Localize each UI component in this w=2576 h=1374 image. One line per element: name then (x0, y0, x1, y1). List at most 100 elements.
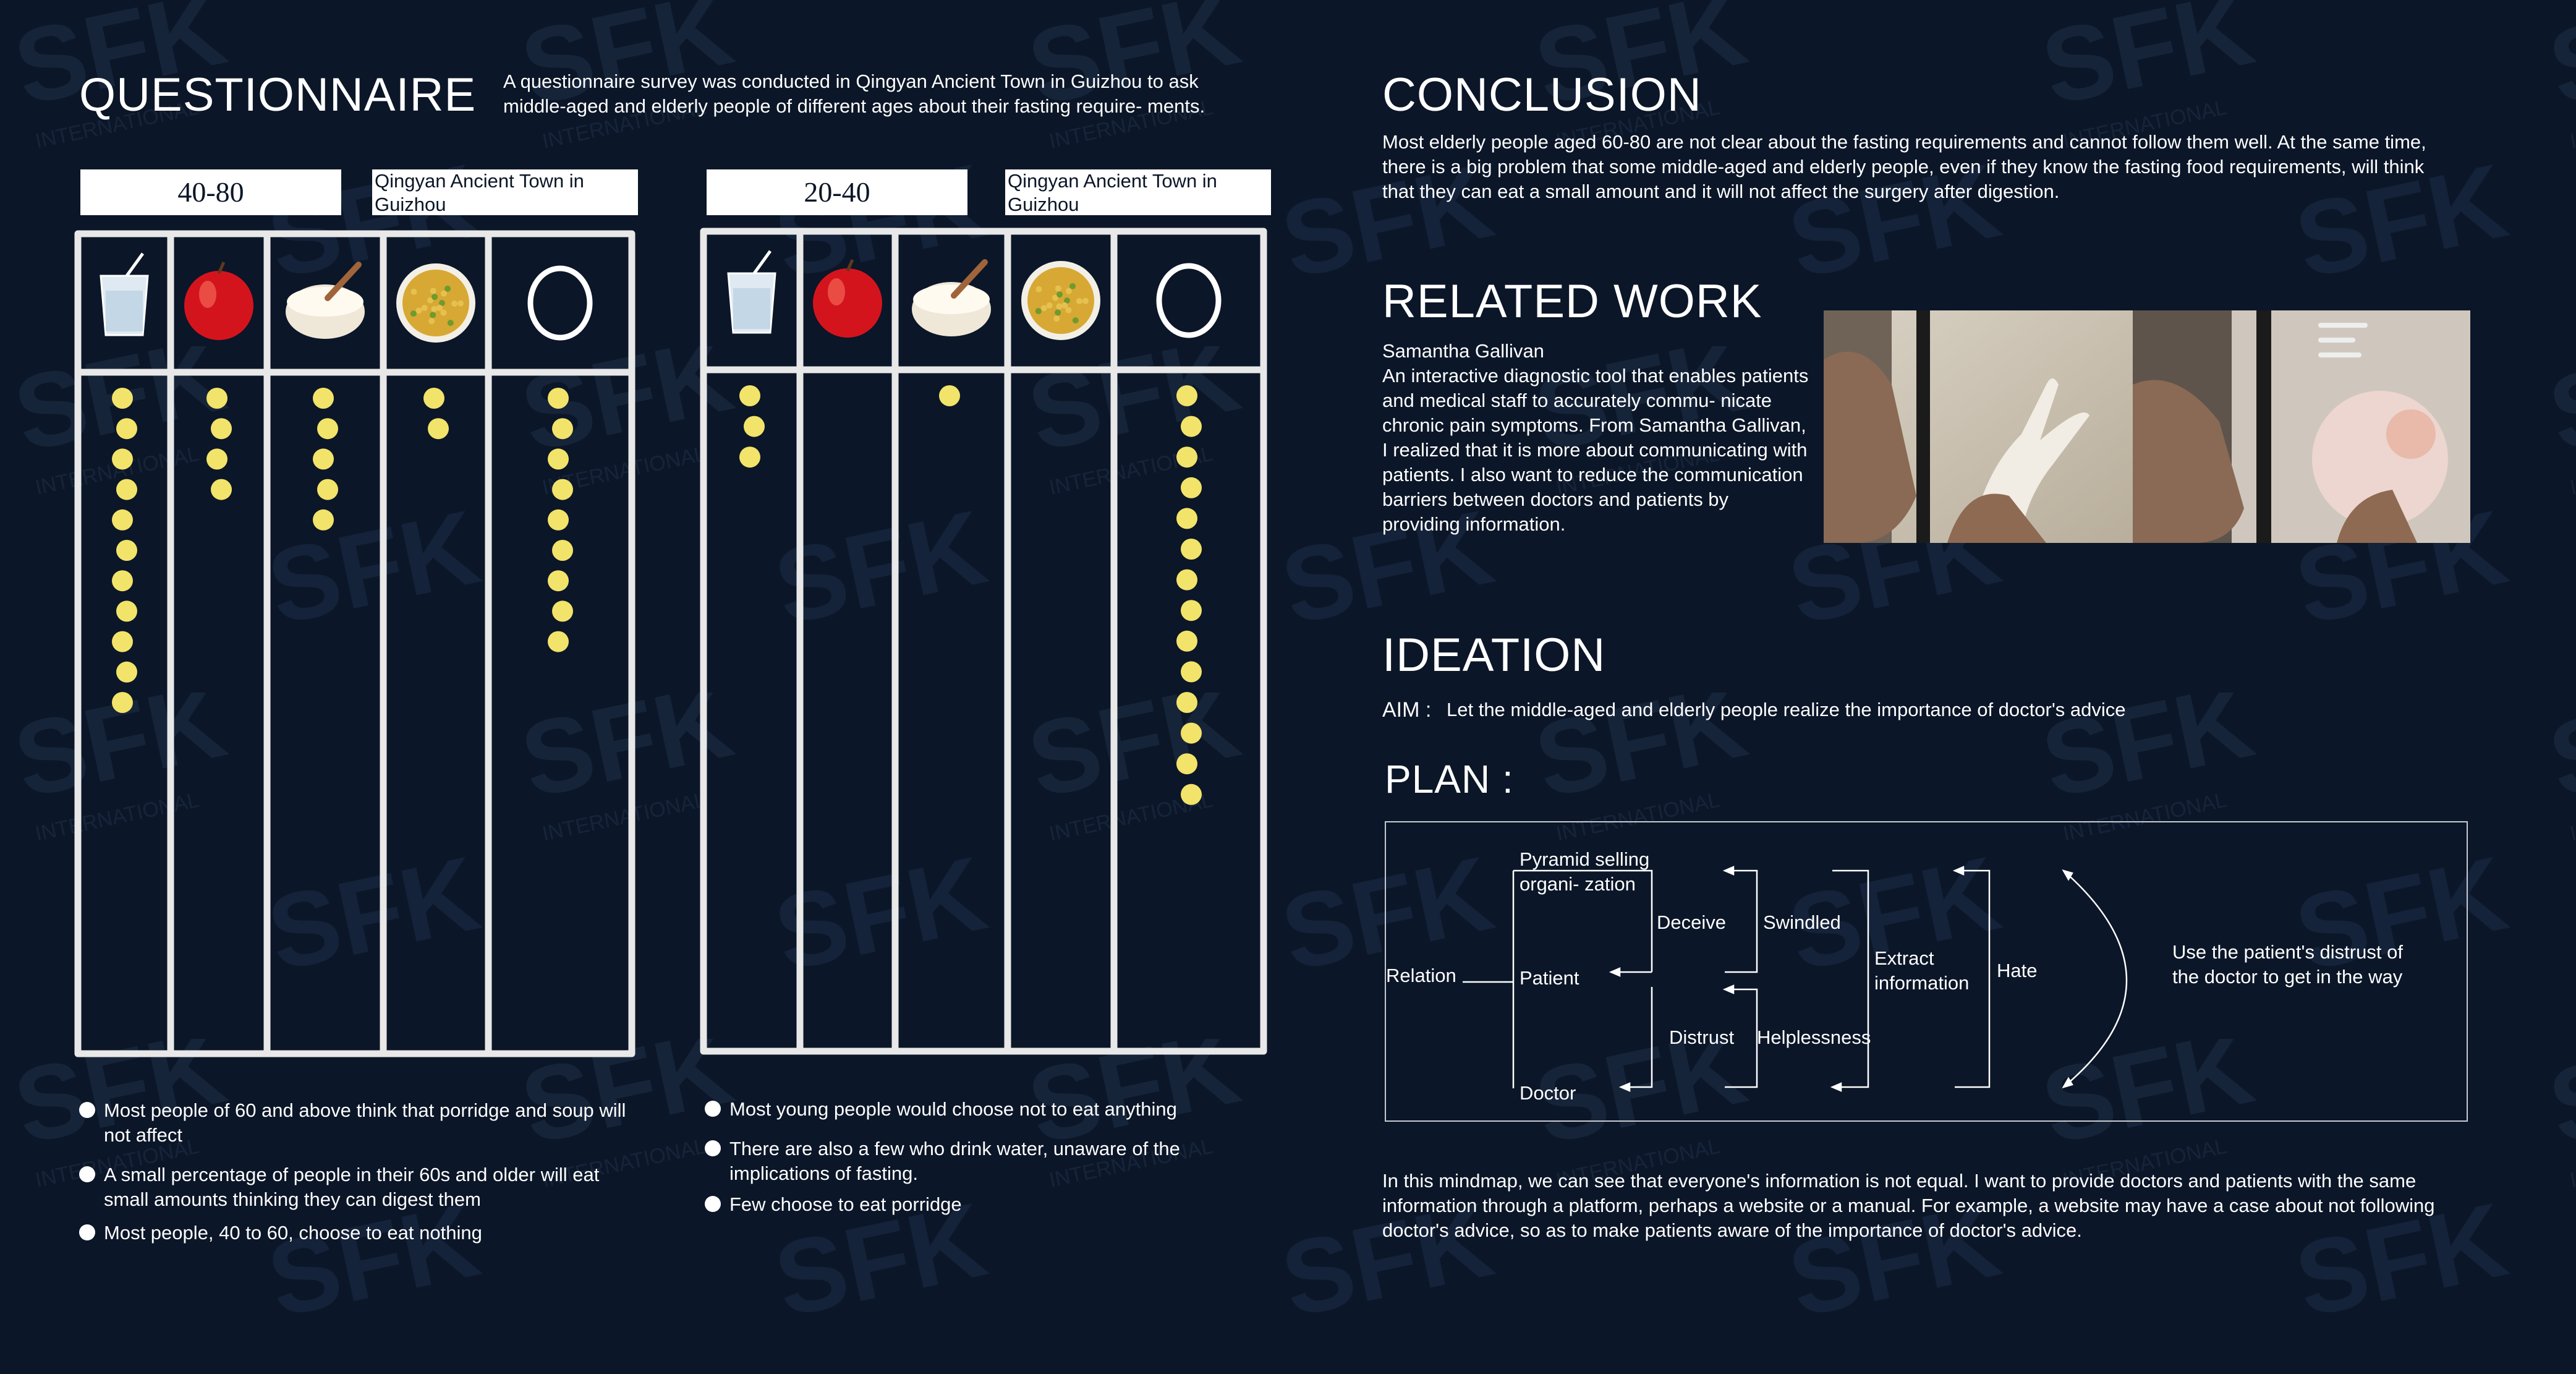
response-dot-nothing (548, 509, 569, 531)
mindmap-outcome: Use the patient's distrust of the doctor… (2172, 941, 2403, 988)
plan-label: PLAN : (1385, 757, 1514, 801)
response-dot-water (112, 388, 133, 409)
questionnaire-title: QUESTIONNAIRE (79, 69, 477, 121)
response-dot-nothing (552, 540, 573, 561)
chart-1-note-2: A small percentage of people in their 60… (79, 1163, 648, 1212)
response-dot-water (112, 631, 133, 652)
response-dot-nothing (548, 388, 569, 409)
response-dot-water (116, 418, 137, 440)
response-dot-nothing (548, 570, 569, 592)
mindmap-pyramid: Pyramid selling organi- zation (1520, 848, 1650, 895)
apple-icon (813, 258, 882, 338)
chart-1-note-3-text: Most people, 40 to 60, choose to eat not… (104, 1222, 482, 1244)
response-dot-nothing (1181, 539, 1202, 560)
response-dot-water (739, 385, 760, 406)
table-frame (700, 228, 1267, 1055)
response-dot-water (116, 600, 137, 622)
response-dot-water (739, 446, 760, 468)
conclusion-text: Most elderly people aged 60-80 are not c… (1382, 131, 2426, 202)
chart-1-note-1-text: Most people of 60 and above think that p… (104, 1099, 626, 1146)
response-dot-water (116, 540, 137, 561)
mindmap-swindled: Swindled (1763, 911, 1841, 933)
response-dot-apple (211, 418, 232, 440)
ideation-title: IDEATION (1382, 629, 1606, 681)
response-dot-nothing (1181, 416, 1202, 437)
aim-text: Let the middle-aged and elderly people r… (1447, 699, 2126, 720)
mindmap-distrust: Distrust (1669, 1026, 1735, 1048)
response-dot-rice (423, 388, 444, 409)
bullet-icon (79, 1102, 95, 1118)
chart-1-note-1: Most people of 60 and above think that p… (79, 1098, 648, 1148)
bullet-icon (79, 1224, 95, 1240)
conclusion-title: CONCLUSION (1382, 69, 1702, 121)
water-glass-icon (727, 250, 776, 334)
bullet-icon (705, 1196, 721, 1212)
response-dot-apple (206, 388, 227, 409)
response-dot-water (744, 416, 765, 437)
chart-1-age-label: 40-80 (80, 169, 341, 215)
mindmap-connectors (1463, 866, 2128, 1092)
response-dot-nothing (1176, 385, 1197, 406)
bullet-icon (705, 1101, 721, 1117)
water-glass-icon (100, 252, 149, 336)
related-work-photo-head-model (2133, 310, 2470, 543)
response-dot-porridge (313, 448, 334, 470)
porridge-icon (286, 262, 365, 339)
response-dot-nothing (548, 631, 569, 652)
response-dot-nothing (1176, 446, 1197, 468)
response-dot-water (112, 570, 133, 592)
mindmap-hate: Hate (1997, 960, 2038, 981)
chart-2-note-1-text: Most young people would choose not to ea… (729, 1098, 1177, 1120)
summary-text: In this mindmap, we can see that everyon… (1382, 1170, 2435, 1241)
response-dot-nothing (1181, 477, 1202, 498)
porridge-icon (912, 259, 991, 336)
apple-icon (184, 261, 253, 340)
related-work-title: RELATED WORK (1382, 275, 1762, 328)
chart-2-note-1: Most young people would choose not to ea… (705, 1097, 1261, 1122)
response-dot-nothing (1176, 630, 1197, 652)
response-dot-water (116, 479, 137, 500)
response-dot-nothing (1176, 753, 1197, 775)
bullet-icon (705, 1140, 721, 1156)
chart-2-table (700, 228, 1267, 1055)
bullet-icon (79, 1166, 95, 1182)
chart-1-place-label: Qingyan Ancient Town in Guizhou (372, 169, 638, 215)
response-dot-porridge (317, 479, 338, 500)
response-dot-nothing (1181, 722, 1202, 744)
chart-2-note-3: Few choose to eat porridge (705, 1192, 1261, 1217)
response-dot-water (116, 661, 137, 683)
mindmap-doctor: Doctor (1520, 1082, 1576, 1104)
related-work-text: An interactive diagnostic tool that enab… (1382, 365, 1809, 535)
related-work-photo-hand-model (1824, 310, 2133, 543)
response-dot-nothing (552, 418, 573, 440)
mindmap-relation: Relation (1386, 965, 1456, 986)
rice-dish-icon (396, 263, 475, 343)
response-dot-rice (428, 418, 449, 440)
chart-2-age-label: 20-40 (707, 169, 967, 215)
response-dot-nothing (548, 448, 569, 470)
nothing-circle-icon (527, 265, 593, 341)
chart-2-note-2: There are also a few who drink water, un… (705, 1137, 1261, 1186)
chart-1-note-3: Most people, 40 to 60, choose to eat not… (79, 1221, 648, 1245)
mindmap-extract: Extract information (1874, 947, 1970, 994)
mindmap: Relation Pyramid selling organi- zation … (1385, 821, 2468, 1122)
aim-label: AIM : (1382, 698, 1432, 722)
response-dot-water (112, 509, 133, 531)
response-dot-nothing (1181, 661, 1202, 683)
response-dot-nothing (1176, 692, 1197, 713)
chart-2-place-label: Qingyan Ancient Town in Guizhou (1005, 169, 1271, 215)
response-dot-porridge (939, 385, 960, 406)
mindmap-helplessness: Helplessness (1757, 1026, 1871, 1048)
chart-2-note-3-text: Few choose to eat porridge (729, 1193, 962, 1215)
response-dot-porridge (317, 418, 338, 440)
response-dot-water (112, 448, 133, 470)
response-dot-nothing (1176, 569, 1197, 591)
questionnaire-description: A questionnaire survey was conducted in … (503, 70, 1205, 117)
head-model-illustration (2133, 310, 2470, 543)
response-dot-porridge (313, 388, 334, 409)
response-dot-porridge (313, 509, 334, 531)
rice-dish-icon (1021, 261, 1100, 340)
response-dot-nothing (1176, 508, 1197, 529)
chart-2-note-2-text: There are also a few who drink water, un… (729, 1138, 1180, 1184)
response-dot-water (112, 692, 133, 713)
